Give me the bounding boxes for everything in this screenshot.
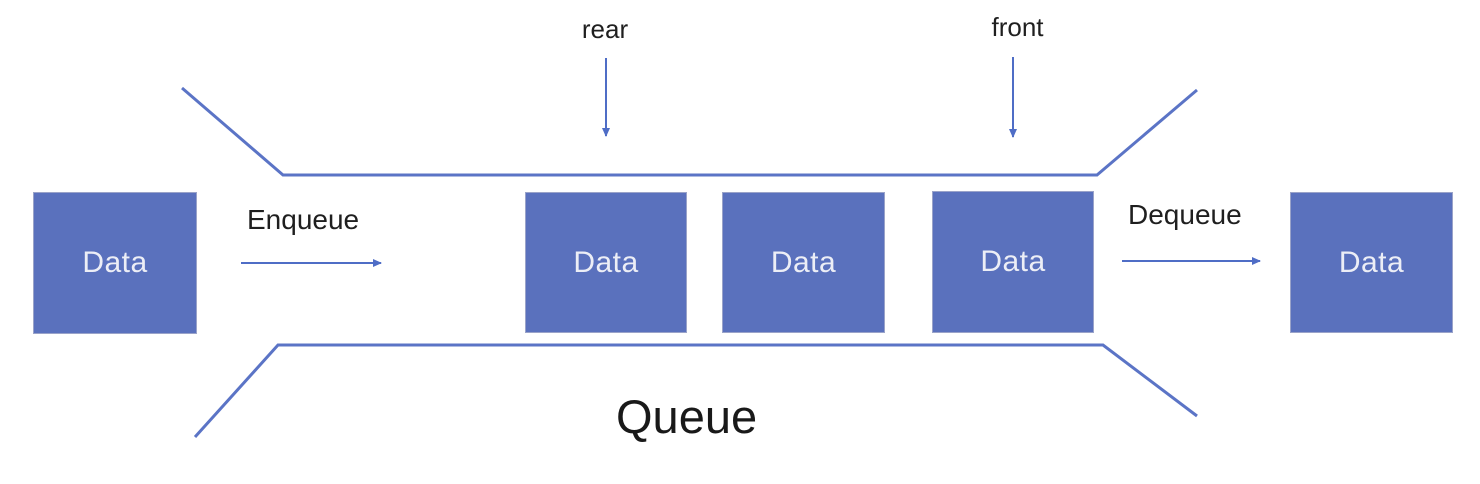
queue-top-boundary-line [181, 86, 1198, 177]
diagram-title: Queue [616, 390, 758, 443]
data-box-front: Data [932, 191, 1094, 333]
front-label: front [991, 12, 1044, 42]
data-box-label: Data [573, 245, 639, 279]
data-box-middle: Data [722, 192, 885, 333]
data-box-label: Data [1338, 245, 1405, 279]
data-box-label: Data [82, 246, 148, 279]
data-box-rear: Data [525, 192, 687, 333]
data-box-label: Data [980, 245, 1046, 278]
rear-label: rear [581, 14, 629, 44]
enqueue-label: Enqueue [247, 204, 360, 235]
data-box-incoming: Data [33, 192, 197, 334]
data-box-dequeued: Data [1290, 192, 1453, 333]
dequeue-label: Dequeue [1128, 199, 1242, 230]
data-box-label: Data [770, 245, 837, 279]
queue-bottom-boundary-line [193, 343, 1198, 439]
